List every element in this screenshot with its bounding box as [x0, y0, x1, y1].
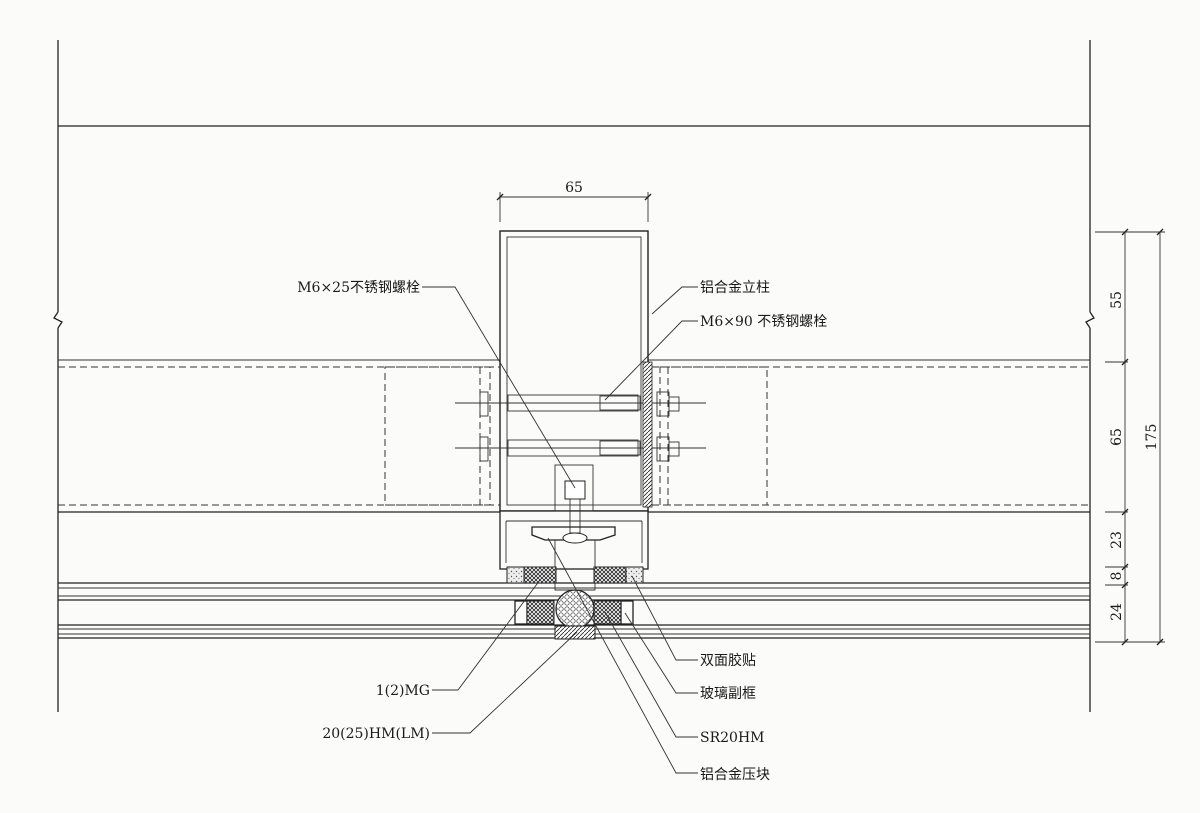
dimension-mullion-width: 65 [496, 180, 652, 222]
label-double-sided-tape: 双面胶贴 [700, 652, 756, 669]
dimension-23: 23 [1109, 531, 1125, 549]
gaskets [506, 566, 644, 640]
labels: M6×25不锈钢螺栓 铝合金立柱 M6×90 不锈钢螺栓 双面胶贴 玻璃副框 S… [297, 280, 827, 783]
dimension-65: 65 [1109, 428, 1125, 446]
aluminum-mullion [455, 230, 706, 591]
label-aluminum-pressure-block: 铝合金压块 [700, 767, 770, 783]
dimension-55: 55 [1109, 291, 1125, 309]
structure-outline [53, 40, 1095, 712]
glass-panes [58, 582, 1090, 639]
dimension-8: 8 [1109, 572, 1125, 581]
dimension-chain-right: 55 65 23 8 24 175 [1095, 228, 1165, 646]
leader-lines [422, 286, 698, 774]
label-hm-lm: 20(25)HM(LM) [322, 726, 430, 742]
label-bolt-m6x25: M6×25不锈钢螺栓 [297, 280, 420, 296]
label-aluminum-mullion: 铝合金立柱 [700, 280, 770, 296]
dimension-65-top: 65 [565, 180, 583, 196]
dimension-175: 175 [1144, 424, 1160, 451]
label-bolt-m6x90: M6×90 不锈钢螺栓 [700, 314, 827, 330]
dimension-24: 24 [1109, 603, 1125, 621]
label-glass-subframe: 玻璃副框 [700, 685, 756, 702]
label-sr20hm: SR20HM [700, 730, 765, 746]
label-mg: 1(2)MG [376, 683, 430, 699]
